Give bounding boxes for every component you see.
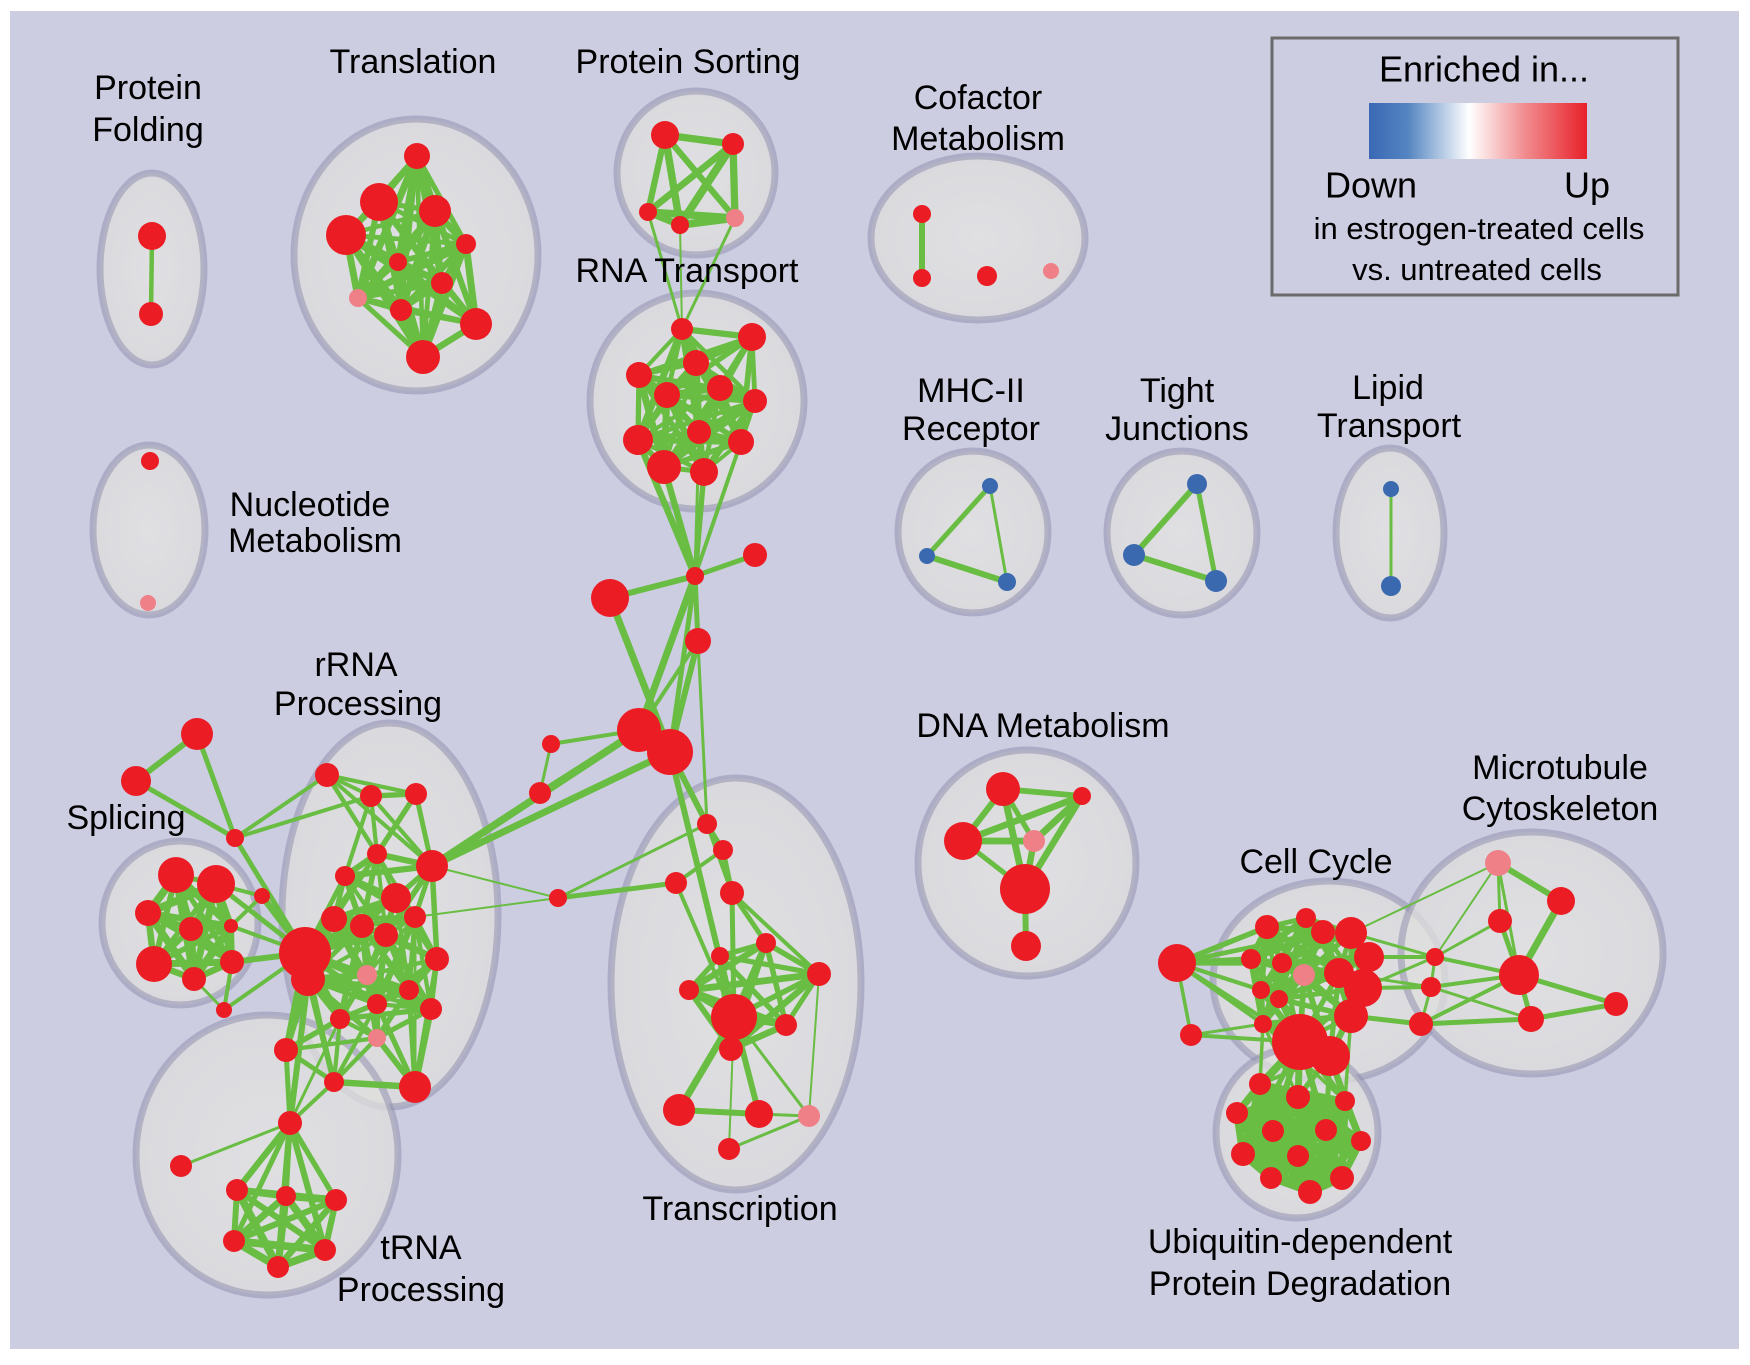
svg-text:in estrogen-treated cells: in estrogen-treated cells — [1314, 211, 1645, 246]
svg-text:Protein Degradation: Protein Degradation — [1149, 1265, 1451, 1303]
svg-text:Cytoskeleton: Cytoskeleton — [1462, 790, 1659, 828]
svg-text:tRNA: tRNA — [380, 1229, 462, 1267]
svg-text:Processing: Processing — [274, 685, 442, 723]
svg-text:Protein Sorting: Protein Sorting — [576, 43, 801, 81]
svg-text:Cell Cycle: Cell Cycle — [1239, 843, 1392, 881]
svg-text:Transport: Transport — [1317, 407, 1462, 445]
svg-text:Enriched in...: Enriched in... — [1379, 49, 1589, 90]
svg-text:MHC-II: MHC-II — [917, 372, 1025, 410]
svg-text:Junctions: Junctions — [1105, 410, 1249, 448]
svg-text:Protein: Protein — [94, 69, 202, 107]
svg-text:Ubiquitin-dependent: Ubiquitin-dependent — [1148, 1223, 1453, 1261]
svg-text:RNA Transport: RNA Transport — [576, 252, 800, 290]
svg-text:Folding: Folding — [92, 111, 204, 149]
svg-text:Microtubule: Microtubule — [1472, 749, 1648, 787]
svg-text:vs. untreated cells: vs. untreated cells — [1352, 252, 1602, 287]
svg-text:Metabolism: Metabolism — [891, 120, 1065, 158]
svg-text:Metabolism: Metabolism — [228, 522, 402, 560]
svg-text:Lipid: Lipid — [1352, 369, 1424, 407]
svg-text:Receptor: Receptor — [902, 410, 1040, 448]
svg-text:Processing: Processing — [337, 1271, 505, 1309]
svg-text:Tight: Tight — [1140, 372, 1215, 410]
svg-text:Splicing: Splicing — [66, 799, 185, 837]
svg-text:rRNA: rRNA — [314, 646, 397, 684]
svg-text:Cofactor: Cofactor — [914, 79, 1043, 117]
svg-text:Nucleotide: Nucleotide — [230, 486, 391, 524]
svg-text:DNA Metabolism: DNA Metabolism — [916, 707, 1169, 745]
svg-text:Transcription: Transcription — [642, 1190, 837, 1228]
svg-text:Up: Up — [1564, 165, 1610, 206]
svg-text:Down: Down — [1325, 165, 1417, 206]
svg-text:Translation: Translation — [330, 43, 497, 81]
